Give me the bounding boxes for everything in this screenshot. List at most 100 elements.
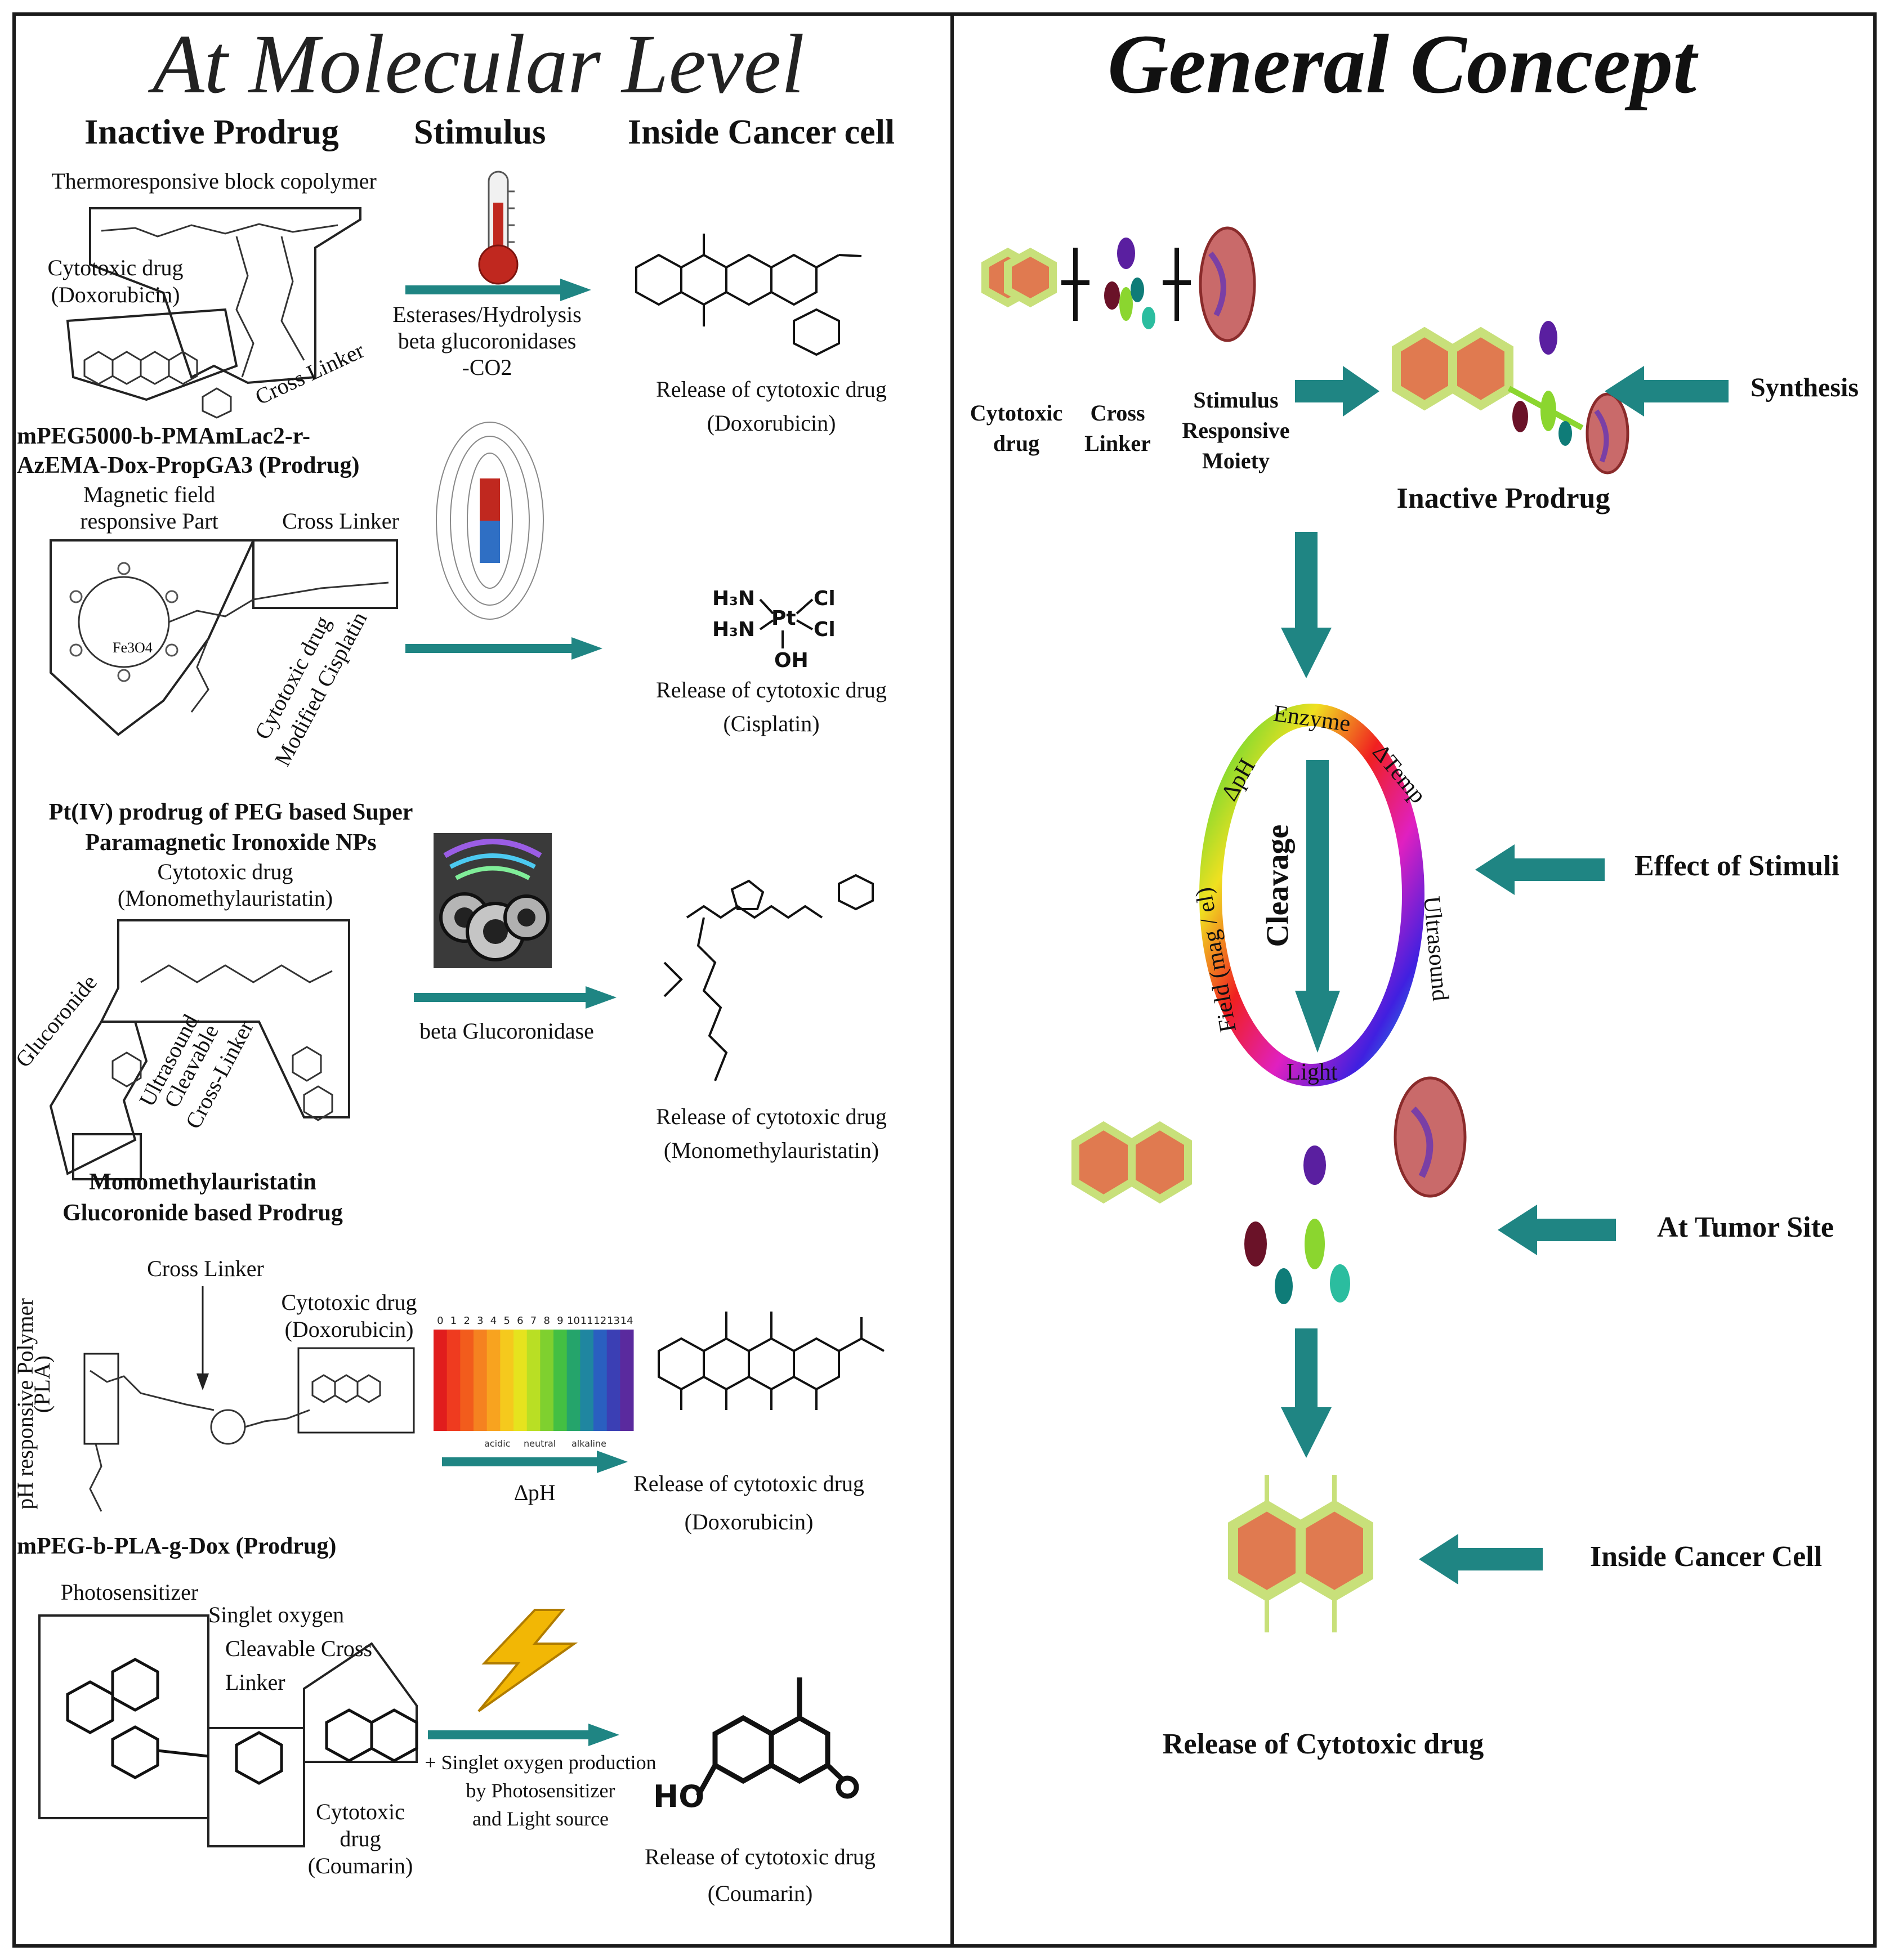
ph-band <box>566 1330 580 1431</box>
panel-divider <box>950 12 954 1948</box>
row2-prodrug-name-2: Paramagnetic Ironoxide NPs <box>85 830 377 856</box>
cisplatin-structure: H₃N H₃N Pt Cl Cl OH <box>712 587 836 672</box>
ph-band <box>620 1330 634 1431</box>
to-prodrug-arrow <box>1295 366 1379 417</box>
row3-stimulus: beta Glucoronidase <box>419 1018 594 1044</box>
ph-band <box>580 1330 594 1431</box>
ph-tick-label: 13 <box>607 1315 620 1327</box>
row1-release-2: (Doxorubicin) <box>707 410 836 436</box>
svg-text:H₃N: H₃N <box>712 618 755 641</box>
svg-text:OH: OH <box>774 649 809 672</box>
header-inside-cancer-cell: Inside Cancer cell <box>628 113 895 151</box>
ph-band <box>486 1330 501 1431</box>
ph-tick-label: 11 <box>580 1315 593 1327</box>
row4-drug-label-1: Cytotoxic drug <box>281 1290 417 1315</box>
svg-text:HO: HO <box>653 1779 704 1814</box>
synthesis-label: Synthesis <box>1750 373 1859 402</box>
ph-word-acidic: acidic <box>484 1438 510 1449</box>
row4-stimulus: ∆pH <box>514 1480 556 1505</box>
ph-band <box>500 1330 514 1431</box>
row2-magnetic-label-1: Magnetic field <box>83 482 216 507</box>
row4-ph-polymer-2: (PLA) <box>29 1355 55 1413</box>
down-arrow-1 <box>1281 532 1332 678</box>
right-panel-title: General Concept <box>1108 17 1696 111</box>
ph-tick-label: 5 <box>503 1315 510 1327</box>
row5-singlet-label-3: Linker <box>225 1670 285 1695</box>
ph-tick-label: 8 <box>543 1315 550 1327</box>
row5-singlet-label-2: Cleavable Cross <box>225 1636 373 1661</box>
component-drug-2: drug <box>993 431 1040 456</box>
stimuli-color-ring <box>1199 704 1424 1086</box>
left-panel-title: At Molecular Level <box>153 17 805 111</box>
row5-arrow <box>428 1724 619 1746</box>
fe3o4-core-label: Fe3O4 <box>113 639 153 656</box>
cleavage-label: Cleavage <box>1260 824 1296 947</box>
ultrasound-speaker-icon <box>434 833 552 968</box>
drug-hexagon-icon <box>981 248 1057 307</box>
row1-prodrug-name-1: mPEG5000-b-PMAmLac2-r- <box>17 423 310 449</box>
row2-release-2: (Cisplatin) <box>723 711 820 736</box>
doxorubicin-structure-1 <box>635 234 862 356</box>
row5-prodrug-structure <box>38 1614 418 1847</box>
row2-arrow <box>405 637 602 660</box>
row3-arrow <box>414 986 617 1009</box>
effect-of-stimuli-label: Effect of Stimuli <box>1635 850 1839 882</box>
row1-prodrug-structure <box>66 207 361 419</box>
ph-band <box>526 1330 541 1431</box>
down-arrow-2 <box>1281 1328 1332 1458</box>
row1-stimulus-2: beta glucoronidases <box>398 328 577 353</box>
component-linker-1: Cross <box>1090 400 1145 426</box>
row1-prodrug-name-2: AzEMA-Dox-PropGA3 (Prodrug) <box>17 453 360 478</box>
ph-tick-label: 9 <box>557 1315 563 1327</box>
svg-text:Pt: Pt <box>771 607 796 630</box>
row2-prodrug-name-1: Pt(IV) prodrug of PEG based Super <box>48 799 413 825</box>
ph-band <box>460 1330 474 1431</box>
row2-magnetic-label-2: responsive Part <box>80 508 218 534</box>
row1-stimulus-1: Esterases/Hydrolysis <box>392 302 582 327</box>
row1-arrow <box>405 279 591 301</box>
svg-text:Cl: Cl <box>814 587 836 610</box>
component-stim-3: Moiety <box>1202 448 1270 473</box>
ph-tick-label: 10 <box>567 1315 580 1327</box>
row4-arrow <box>442 1451 628 1473</box>
ph-tick-label: 3 <box>477 1315 483 1327</box>
row4-release-2: (Doxorubicin) <box>684 1509 814 1534</box>
row4-linker-label: Cross Linker <box>147 1256 264 1281</box>
component-stim-1: Stimulus <box>1193 387 1279 413</box>
row4-release-1: Release of cytotoxic drug <box>633 1471 864 1496</box>
row1-stimulus-3: -CO2 <box>462 355 512 380</box>
ph-tick-label: 0 <box>437 1315 443 1327</box>
ph-word-alkaline: alkaline <box>571 1438 606 1449</box>
ph-band <box>540 1330 554 1431</box>
coumarin-structure: HO <box>653 1677 859 1814</box>
ph-tick-label: 7 <box>530 1315 537 1327</box>
auristatin-structure <box>663 874 874 1081</box>
row3-release-1: Release of cytotoxic drug <box>656 1104 887 1129</box>
ph-tick-label: 12 <box>593 1315 606 1327</box>
row3-release-2: (Monomethylauristatin) <box>663 1138 879 1163</box>
at-tumor-site-label: At Tumor Site <box>1657 1211 1834 1243</box>
ph-band <box>446 1330 461 1431</box>
ph-tick-label: 6 <box>517 1315 523 1327</box>
row5-release-1: Release of cytotoxic drug <box>645 1844 876 1869</box>
row4-prodrug-name: mPEG-b-PLA-g-Dox (Prodrug) <box>17 1533 337 1559</box>
cleavage-arrow <box>1295 760 1340 1053</box>
ph-band <box>606 1330 620 1431</box>
ph-band <box>593 1330 608 1431</box>
row3-drug-label-2: (Monomethylauristatin) <box>117 885 333 911</box>
synthesis-arrow <box>1605 366 1729 417</box>
linker-icon <box>1104 238 1155 329</box>
component-drug-1: Cytotoxic <box>970 400 1063 426</box>
inside-cancer-cell-label: Inside Cancer Cell <box>1589 1541 1823 1573</box>
release-cytotoxic-drug-label: Release of Cytotoxic drug <box>1162 1728 1484 1760</box>
row1-drug-label-1: Cytotoxic drug <box>47 255 184 280</box>
ph-tick-label: 2 <box>463 1315 470 1327</box>
row4-prodrug-structure <box>83 1347 415 1512</box>
row2-prodrug-structure <box>50 539 398 736</box>
row4-linker-pointer <box>197 1286 209 1390</box>
row4-drug-label-2: (Doxorubicin) <box>284 1317 414 1342</box>
ph-band <box>513 1330 528 1431</box>
row1-drug-label-2: (Doxorubicin) <box>51 282 180 307</box>
doxorubicin-structure-2 <box>658 1312 885 1410</box>
